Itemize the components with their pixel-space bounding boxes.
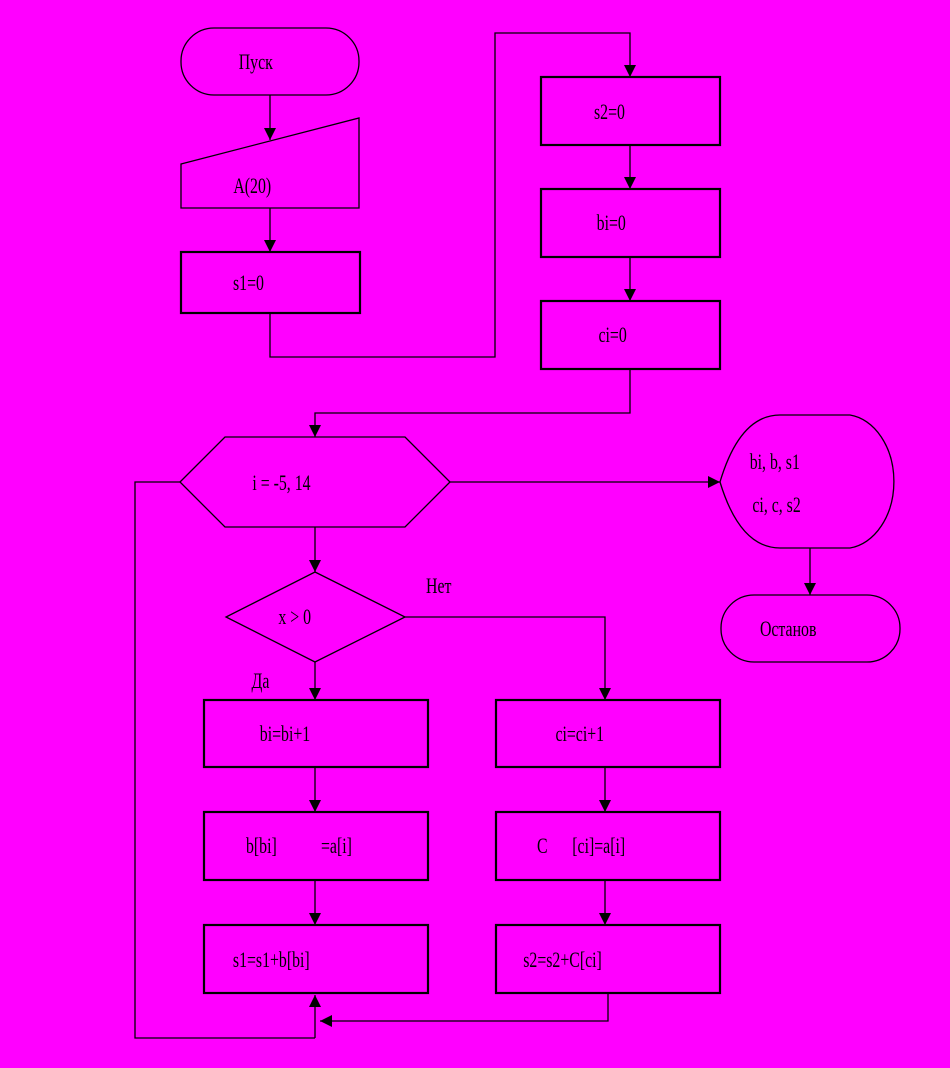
output-line2: ci, c, s2 <box>752 494 800 518</box>
c-assign-right-label: [ci]=a[i] <box>572 835 625 859</box>
loop-label: i = -5, 14 <box>252 472 311 496</box>
ci-inc-box <box>494 698 722 769</box>
s1-sum-box <box>202 923 430 995</box>
connector-s2-sum-merge <box>320 993 609 1027</box>
condition-label: x > 0 <box>278 606 311 630</box>
s2-init-box <box>539 75 722 147</box>
bi-init-box <box>539 187 722 259</box>
c-assign-left-label: C <box>537 835 548 859</box>
input-parallelogram <box>180 117 360 209</box>
c-assign-box <box>494 810 722 882</box>
s2-sum-label: s2=s2+C[ci] <box>523 949 602 973</box>
s1-sum-label: s1=s1+b[bi] <box>233 949 310 973</box>
connector-condition-no <box>405 616 611 700</box>
loop-hexagon <box>179 436 451 528</box>
ci-inc-label: ci=ci+1 <box>555 723 604 747</box>
b-assign-box <box>202 810 430 882</box>
b-assign-left-label: b[bi] <box>246 835 277 859</box>
connector-ci-to-loop <box>309 369 631 437</box>
condition-diamond <box>224 571 407 663</box>
s2-init-label: s2=0 <box>594 101 625 125</box>
input-label: A(20) <box>233 175 271 199</box>
s2-sum-box <box>494 923 722 995</box>
start-label: Пуск <box>239 51 274 75</box>
ci-init-box <box>539 299 722 371</box>
bi-inc-box <box>202 698 430 769</box>
connector-loop-back <box>134 481 315 1039</box>
bi-init-label: bi=0 <box>597 212 626 236</box>
s1-init-label: s1=0 <box>233 272 264 296</box>
yes-branch-label: Да <box>252 670 270 694</box>
start-terminator <box>180 27 360 96</box>
output-line1: bi, b, s1 <box>750 451 800 475</box>
stop-terminator <box>720 594 901 663</box>
output-display-shape <box>719 414 895 549</box>
connector-s1-to-s2 <box>269 32 636 358</box>
bi-inc-label: bi=bi+1 <box>260 723 310 747</box>
b-assign-right-label: =a[i] <box>321 835 352 859</box>
stop-label: Останов <box>760 618 816 642</box>
ci-init-label: ci=0 <box>598 324 626 348</box>
no-branch-label: Нет <box>426 575 452 599</box>
s1-init-box <box>179 250 362 315</box>
